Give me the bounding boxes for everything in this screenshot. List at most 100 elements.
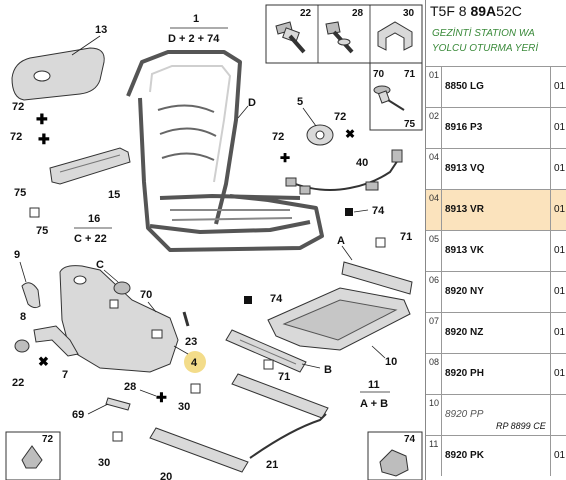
- part-B-slide: B: [225, 329, 332, 376]
- row-index: 11: [429, 439, 439, 449]
- part-7-handle: 7: [33, 325, 79, 381]
- cross-icon: ✚: [38, 131, 50, 147]
- part-number[interactable]: 8920 PP: [445, 409, 484, 420]
- ref-part: T5F: [430, 3, 455, 19]
- label-9: 9: [14, 249, 20, 261]
- vehicle-description: GEZİNTİ STATION WA YOLCU OTURMA YERİ: [432, 26, 538, 56]
- highlight-4: [184, 351, 206, 373]
- inset-72-push-pin: 72: [5, 431, 61, 480]
- part-number[interactable]: 8920 NY: [445, 286, 484, 297]
- cross-icon: ✖: [345, 127, 355, 141]
- label-A: A: [337, 235, 345, 247]
- quantity: 01: [554, 122, 566, 133]
- label-22: 22: [12, 377, 24, 389]
- bolt-28-icon: [325, 21, 354, 54]
- label-74b: 74: [270, 293, 283, 305]
- part-number[interactable]: 8913 VK: [445, 245, 484, 256]
- ref-part: 8: [458, 3, 467, 19]
- part-69-clip: 69: [72, 397, 131, 421]
- clip-30-icon: [377, 21, 413, 51]
- label-75b: 75: [36, 225, 48, 237]
- part-15-bracket: 15: [49, 147, 131, 201]
- part-13-panel: 13: [11, 24, 107, 101]
- label-7: 7: [62, 369, 68, 381]
- label-71a: 71: [400, 231, 412, 243]
- part-A-rail: A: [337, 235, 413, 295]
- label-74a: 74: [372, 205, 385, 217]
- part-9-lever: 9: [14, 249, 41, 309]
- label-71b: 71: [278, 371, 290, 383]
- part-number[interactable]: 8913 VQ: [445, 163, 485, 174]
- quantity: 01: [554, 327, 566, 338]
- quantity: 01: [554, 163, 566, 174]
- parts-reference-panel: T5F 8 89A52C GEZİNTİ STATION WA YOLCU OT…: [425, 0, 566, 480]
- inset-74-nut: 74: [367, 431, 423, 480]
- label-D: D: [248, 97, 256, 109]
- label-20: 20: [160, 471, 172, 480]
- part-10-tray: 10: [267, 287, 411, 368]
- row-index: 04: [429, 152, 440, 162]
- inset-label-71: 71: [404, 69, 416, 80]
- inset-label-28: 28: [352, 8, 364, 19]
- label-1-sub: D + 2 + 74: [168, 33, 220, 45]
- inset-label-72: 72: [42, 434, 54, 445]
- label-28: 28: [124, 381, 136, 393]
- exploded-parts-diagram: 22 28 30 70 71 75 1 D + 2 + 74: [5, 4, 423, 480]
- cross-icon: ✖: [38, 354, 49, 369]
- parts-row[interactable]: 04 8913 VQ 01: [426, 148, 566, 189]
- part-number[interactable]: 8920 NZ: [445, 327, 484, 338]
- part-11-rails: 11 A + B: [149, 373, 390, 473]
- rivet-71-icon: [373, 85, 405, 111]
- part-number[interactable]: 8920 PH: [445, 368, 484, 379]
- label-75a: 75: [14, 187, 26, 199]
- part-number[interactable]: 8850 LG: [445, 81, 484, 92]
- label-13: 13: [95, 24, 107, 36]
- label-30b: 30: [98, 457, 110, 469]
- parts-row[interactable]: 07 8920 NZ 01: [426, 312, 566, 353]
- label-72d: 72: [334, 111, 346, 123]
- label-72b: 72: [10, 131, 22, 143]
- label-70: 70: [140, 289, 152, 301]
- inset-label-30: 30: [403, 8, 415, 19]
- part-number[interactable]: 8920 PK: [445, 450, 484, 461]
- row-index: 02: [429, 111, 440, 121]
- label-40: 40: [356, 157, 368, 169]
- part-number[interactable]: 8916 P3: [445, 122, 483, 133]
- label-21: 21: [266, 459, 278, 471]
- quantity: 01: [554, 245, 566, 256]
- label-16: 16: [88, 213, 100, 225]
- label-8: 8: [20, 311, 26, 323]
- part-number[interactable]: 8913 VR: [445, 204, 484, 215]
- label-10: 10: [385, 356, 397, 368]
- inset-label-22: 22: [300, 8, 312, 19]
- label-C: C: [96, 259, 104, 271]
- part-8-cap: 8: [14, 311, 30, 353]
- part-5-recliner: 5: [297, 96, 334, 146]
- label-23: 23: [185, 336, 197, 348]
- label-4: 4: [191, 357, 198, 369]
- fastener-inset: 22 28 30 70 71 75: [265, 4, 423, 131]
- label-11: 11: [368, 379, 380, 391]
- label-72c: 72: [272, 131, 284, 143]
- parts-row[interactable]: 02 8916 P3 01: [426, 107, 566, 148]
- label-1: 1: [193, 13, 199, 25]
- row-index: 01: [429, 70, 440, 80]
- inset-label-70: 70: [373, 69, 385, 80]
- label-11-sub: A + B: [360, 398, 388, 410]
- reference-code: T5F 8 89A52C: [430, 3, 522, 19]
- part-40-harness: 40: [285, 149, 403, 195]
- cross-icon: ✚: [156, 390, 167, 405]
- inset-label-74: 74: [404, 434, 416, 445]
- label-69: 69: [72, 409, 84, 421]
- row-index: 07: [429, 316, 440, 326]
- inset-label-75: 75: [404, 119, 416, 130]
- quantity: 01: [554, 204, 566, 215]
